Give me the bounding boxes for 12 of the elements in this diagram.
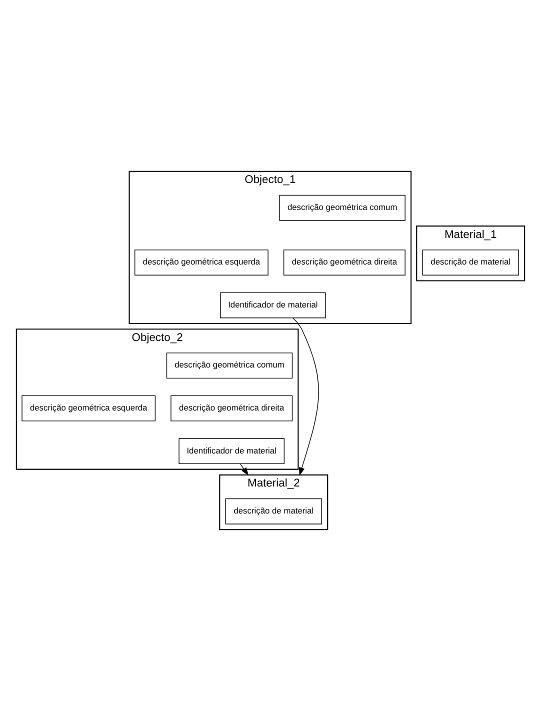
node-box: descrição de material (225, 498, 322, 524)
node-box: descrição geométrica direita (283, 250, 406, 276)
node-box: descrição geométrica esquerda (22, 395, 156, 422)
node-box: descrição geométrica comum (166, 352, 293, 379)
node-box: Identificador de material (178, 438, 285, 464)
node-box: Identificador de material (220, 292, 326, 318)
node-box: descrição geométrica esquerda (134, 250, 268, 276)
arrow (292, 318, 319, 476)
node-box: descrição geométrica comum (279, 194, 406, 221)
node-box: descrição de material (422, 250, 519, 276)
arrow (240, 464, 249, 476)
node-box: descrição geométrica direita (170, 395, 293, 422)
